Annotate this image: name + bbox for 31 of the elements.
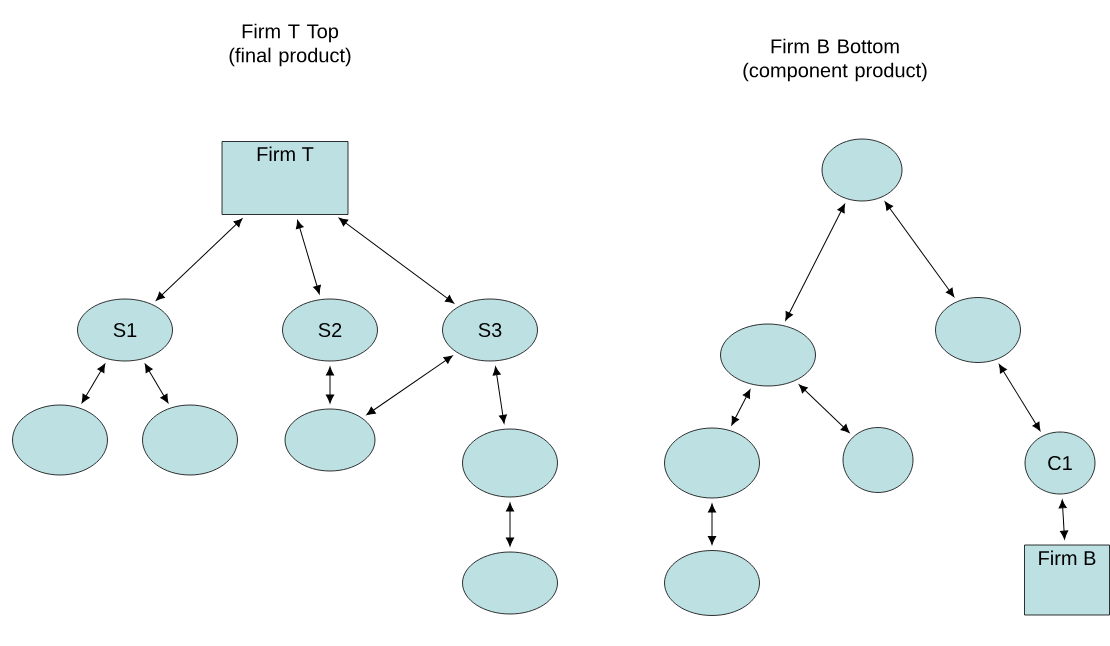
empty-ellipse: [664, 550, 760, 616]
firm-box: Firm T: [221, 141, 349, 215]
arrow: [144, 363, 169, 404]
arrow: [338, 217, 455, 304]
arrow: [492, 366, 507, 424]
arrow: [884, 201, 955, 298]
empty-ellipse: [12, 404, 108, 476]
empty-ellipse: [720, 323, 816, 387]
arrow: [1058, 499, 1069, 540]
empty-ellipse: [462, 551, 558, 615]
empty-ellipse: [284, 408, 376, 472]
empty-ellipse: [664, 427, 760, 499]
arrow: [81, 363, 106, 404]
empty-ellipse: [462, 428, 558, 498]
arrow: [295, 219, 321, 295]
empty-ellipse: [821, 138, 903, 202]
empty-ellipse: [842, 427, 914, 493]
arrow: [155, 218, 243, 301]
arrow: [798, 384, 850, 433]
arrow: [998, 364, 1041, 432]
arrow: [325, 366, 335, 404]
heading: Firm B Bottom (component product): [743, 38, 927, 82]
empty-ellipse: [142, 404, 238, 476]
firm-box: Firm B: [1024, 544, 1110, 616]
arrow: [366, 355, 453, 416]
arrow: [707, 503, 717, 545]
heading: Firm T Top (final product): [229, 23, 351, 67]
arrow: [785, 203, 846, 321]
arrow: [505, 502, 515, 547]
arrow: [731, 389, 751, 426]
empty-ellipse: [935, 297, 1021, 363]
